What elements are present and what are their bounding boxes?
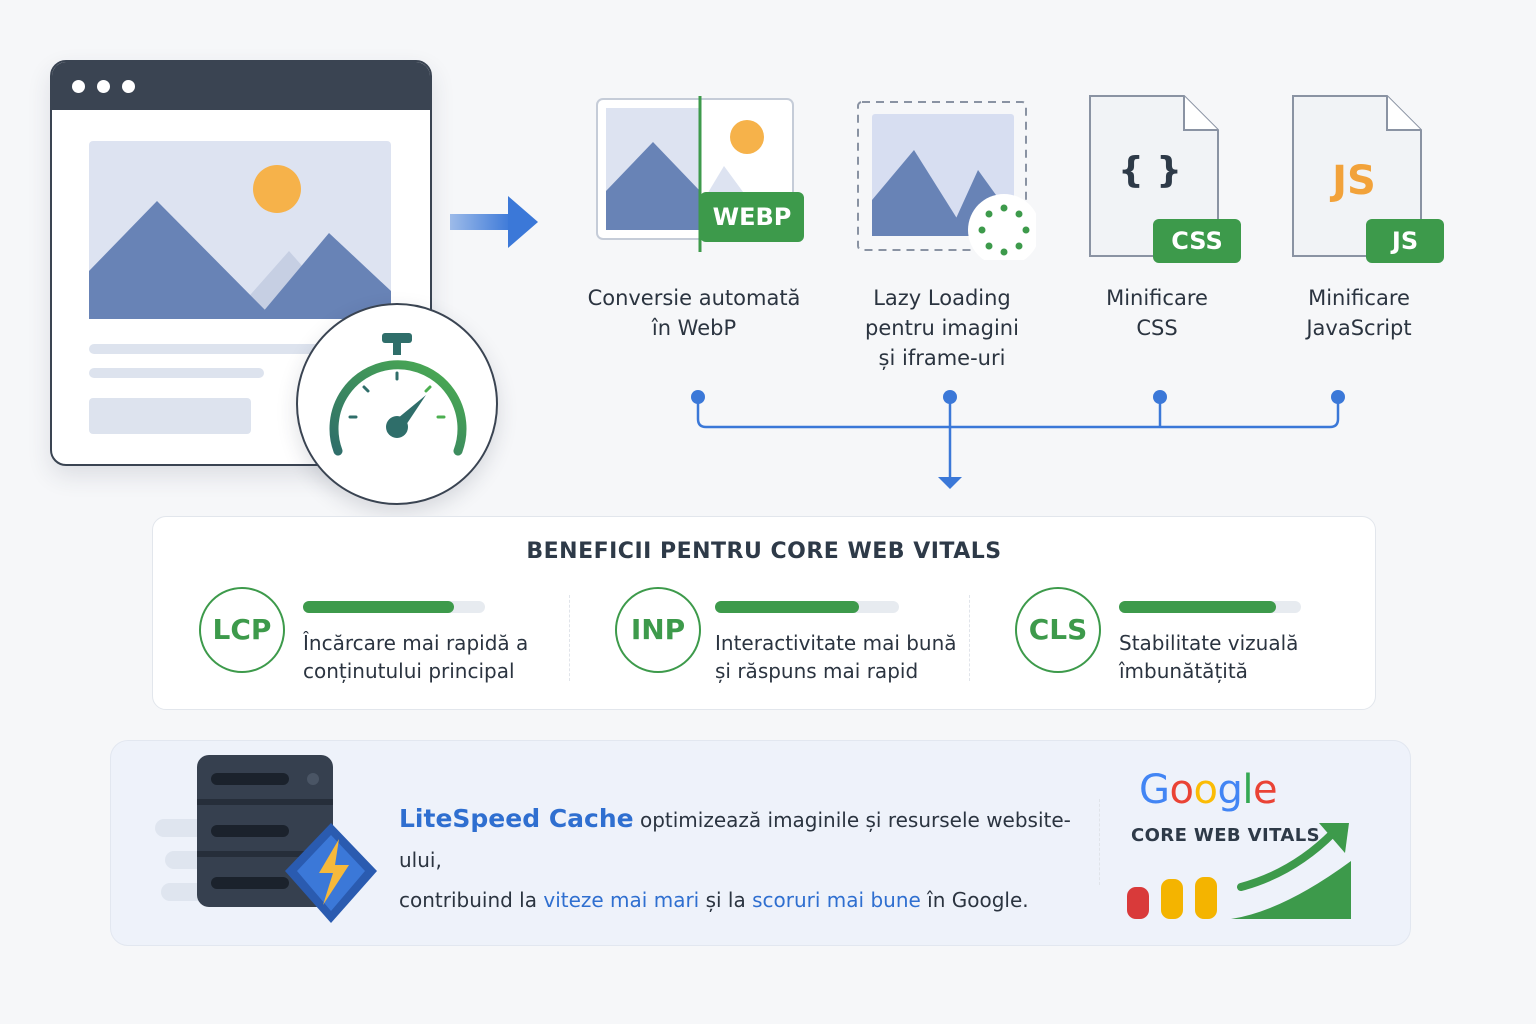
- css-braces-glyph: { }: [1118, 150, 1182, 191]
- divider: [569, 595, 570, 681]
- feature-label-line: Conversie automată: [587, 286, 801, 310]
- js-badge: JS: [1366, 219, 1444, 263]
- feature-label-line: și iframe-uri: [878, 346, 1006, 370]
- webp-badge: WEBP: [700, 192, 804, 242]
- feature-label-line: Minificare: [1106, 286, 1208, 310]
- google-letter: g: [1217, 767, 1243, 813]
- js-glyph: JS: [1332, 158, 1376, 204]
- promo-text-segment: contribuind la: [399, 888, 544, 912]
- button-placeholder: [89, 398, 251, 434]
- litespeed-promo-panel: LiteSpeed Cache optimizează imaginile și…: [110, 740, 1411, 946]
- metric-text-line: conținutului principal: [303, 659, 515, 683]
- css-badge: CSS: [1153, 219, 1241, 263]
- feature-label-line: Minificare: [1308, 286, 1410, 310]
- promo-text-segment: optimizează imaginile și resursele websi…: [399, 808, 1071, 872]
- metric-lcp-bar: [303, 601, 485, 613]
- google-letter: o: [1193, 767, 1218, 813]
- metric-inp-bar-fill: [715, 601, 859, 613]
- google-letter: e: [1252, 767, 1278, 813]
- speed-gauge: [296, 303, 498, 505]
- metric-text-line: îmbunătățită: [1119, 659, 1248, 683]
- stopwatch-gauge-icon: [329, 333, 467, 456]
- landscape-image-icon: [89, 141, 391, 319]
- google-letter: o: [1169, 767, 1194, 813]
- metric-inp-bar: [715, 601, 899, 613]
- text-line-placeholder: [89, 368, 264, 378]
- right-arrow-icon: [450, 196, 538, 248]
- feature-label-line: JavaScript: [1306, 316, 1412, 340]
- feature-label-webp: Conversie automată în WebP: [574, 283, 814, 343]
- server-lightning-icon: [155, 755, 377, 923]
- metric-text-line: Încărcare mai rapidă a: [303, 631, 529, 655]
- growth-chart-icon: [1127, 823, 1351, 919]
- highlight-scores: scoruri mai bune: [752, 888, 921, 912]
- feature-label-line: CSS: [1136, 316, 1178, 340]
- browser-window-illustration: [50, 60, 432, 466]
- feature-label-line: pentru imagini: [865, 316, 1019, 340]
- lazy-loading-icon: [857, 101, 1036, 260]
- window-dot-icon: [72, 80, 85, 93]
- metric-text-line: Interactivitate mai bună: [715, 631, 957, 655]
- webp-conversion-icon: [596, 96, 794, 252]
- metric-cls-bar-fill: [1119, 601, 1276, 613]
- core-web-vitals-label: CORE WEB VITALS: [1131, 825, 1320, 846]
- metric-inp-badge: INP: [615, 587, 701, 673]
- window-dot-icon: [122, 80, 135, 93]
- promo-text: LiteSpeed Cache optimizează imaginile și…: [399, 799, 1099, 920]
- connector-lines: [691, 390, 1345, 489]
- metric-lcp-text: Încărcare mai rapidă a conținutului prin…: [303, 629, 563, 685]
- feature-label-line: Lazy Loading: [873, 286, 1011, 310]
- google-logo: Google: [1139, 767, 1278, 813]
- brand-name: LiteSpeed Cache: [399, 804, 634, 833]
- google-letter: G: [1139, 767, 1170, 813]
- feature-label-lazy-loading: Lazy Loading pentru imagini și iframe-ur…: [822, 283, 1062, 373]
- js-file-icon: [1292, 95, 1422, 257]
- divider: [969, 595, 970, 681]
- metric-cls-text: Stabilitate vizuală îmbunătățită: [1119, 629, 1359, 685]
- promo-line-1: LiteSpeed Cache optimizează imaginile și…: [399, 799, 1099, 880]
- divider: [1099, 799, 1100, 885]
- feature-label-js: Minificare JavaScript: [1266, 283, 1452, 343]
- feature-label-line: în WebP: [651, 316, 737, 340]
- metric-cls-badge: CLS: [1015, 587, 1101, 673]
- metric-cls-bar: [1119, 601, 1301, 613]
- google-letter: l: [1242, 767, 1253, 813]
- css-file-icon: [1089, 95, 1219, 257]
- metric-lcp-bar-fill: [303, 601, 455, 613]
- promo-text-segment: în Google.: [920, 888, 1029, 912]
- browser-title-bar: [52, 62, 430, 110]
- feature-label-css: Minificare CSS: [1066, 283, 1248, 343]
- text-line-placeholder: [89, 344, 319, 354]
- promo-text-segment: și la: [699, 888, 753, 912]
- benefits-panel: BENEFICII PENTRU CORE WEB VITALS LCP Înc…: [152, 516, 1376, 710]
- metric-lcp-badge: LCP: [199, 587, 285, 673]
- promo-line-2: contribuind la viteze mai mari și la sco…: [399, 880, 1099, 920]
- metric-text-line: și răspuns mai rapid: [715, 659, 919, 683]
- metric-text-line: Stabilitate vizuală: [1119, 631, 1299, 655]
- metric-inp-text: Interactivitate mai bună și răspuns mai …: [715, 629, 975, 685]
- highlight-speed: viteze mai mari: [543, 888, 700, 912]
- benefits-title: BENEFICII PENTRU CORE WEB VITALS: [526, 539, 1002, 564]
- window-dot-icon: [97, 80, 110, 93]
